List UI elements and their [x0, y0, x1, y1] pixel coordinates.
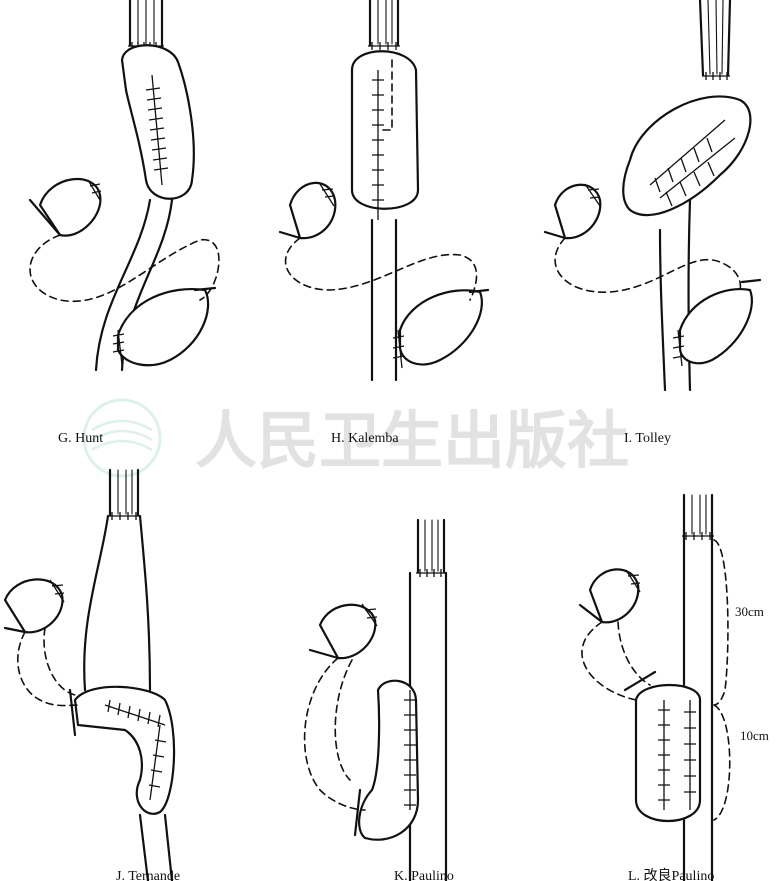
panel-k-paulino: K. Paulino [303, 518, 454, 881]
panel-h-kalemba: H. Kalemba [278, 0, 490, 446]
watermark-text: 人民卫生出版社 [195, 404, 629, 477]
measurement-10cm: 10cm [740, 728, 769, 743]
panel-label-l: L. 改良Paulino [628, 868, 714, 881]
watermark: 人民卫生出版社 [82, 398, 629, 478]
panel-g-hunt: G. Hunt [28, 0, 220, 446]
panel-i-tolley: I. Tolley [543, 0, 762, 446]
panel-label-h: H. Kalemba [331, 431, 399, 446]
panel-label-i: I. Tolley [624, 431, 671, 446]
panel-label-k: K. Paulino [394, 869, 454, 881]
panel-l-modified-paulino: 30cm 10cm L. 改良Paulino [578, 493, 769, 881]
panel-label-g: G. Hunt [58, 431, 103, 446]
measurement-30cm: 30cm [735, 604, 764, 619]
watermark-logo-icon [82, 398, 162, 478]
panel-j-ternande: J. Ternande [3, 468, 180, 881]
panel-label-j: J. Ternande [116, 869, 180, 881]
